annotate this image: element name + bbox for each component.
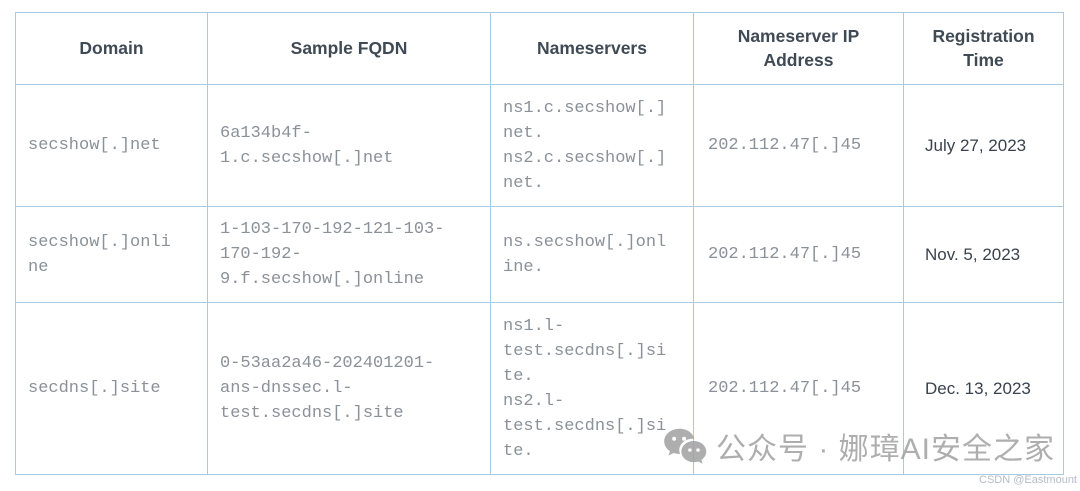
nameserver-ip-cell-line: 202.112.47[.]45 (708, 136, 862, 155)
table-header-row: Domain Sample FQDN Nameservers Nameserve… (15, 12, 1064, 85)
domain-cell-line: secdns[.]site (28, 379, 161, 398)
column-header-nameserver-ip: Nameserver IP Address (693, 12, 904, 85)
nameservers-cell: ns1.c.secshow[.]net. ns2.c.secshow[.]net. (490, 84, 694, 207)
domain-cell-line: secshow[.]net (28, 136, 161, 155)
registration-cell-line: July 27, 2023 (925, 136, 1027, 155)
nameservers-cell-line: ns.secshow[.]online. (503, 232, 667, 277)
domains-table: Domain Sample FQDN Nameservers Nameserve… (15, 12, 1064, 475)
domain-cell-line: secshow[.]online (28, 232, 171, 277)
nameservers-cell-line: ns2.l-test.secdns[.]site. (503, 391, 667, 461)
nameservers-cell: ns.secshow[.]online. (490, 206, 694, 303)
sample-fqdn-cell: 6a134b4f-1.c.secshow[.]net (207, 84, 491, 207)
column-header-registration: Registration Time (903, 12, 1064, 85)
table-row: secdns[.]site 0-53aa2a46-202401201-ans-dn… (15, 302, 1064, 475)
domain-cell: secshow[.]net (15, 84, 208, 207)
sample-fqdn-cell: 1-103-170-192-121-103-170-192-9.f.secsho… (207, 206, 491, 303)
domain-cell: secdns[.]site (15, 302, 208, 475)
nameservers-cell-line: ns1.l-test.secdns[.]site. (503, 316, 667, 386)
nameservers-cell: ns1.l-test.secdns[.]site.ns2.l-test.secd… (490, 302, 694, 475)
registration-cell: Nov. 5, 2023 (903, 206, 1064, 303)
registration-cell-line: Dec. 13, 2023 (925, 379, 1031, 398)
sample-fqdn-cell: 0-53aa2a46-202401201-ans-dnssec.l-test.s… (207, 302, 491, 475)
nameserver-ip-cell: 202.112.47[.]45 (693, 302, 904, 475)
registration-cell-line: Nov. 5, 2023 (925, 245, 1021, 264)
nameserver-ip-cell: 202.112.47[.]45 (693, 84, 904, 207)
sample-fqdn-cell-line: 1-103-170-192-121-103-170-192-9.f.secsho… (220, 220, 445, 289)
nameserver-ip-cell: 202.112.47[.]45 (693, 206, 904, 303)
nameservers-cell-line: ns2.c.secshow[.]net. (503, 148, 667, 193)
domain-cell: secshow[.]online (15, 206, 208, 303)
nameserver-ip-cell-line: 202.112.47[.]45 (708, 379, 862, 398)
column-header-sample-fqdn: Sample FQDN (207, 12, 491, 85)
table-row: secshow[.]online 1-103-170-192-121-103-17… (15, 206, 1064, 303)
sample-fqdn-cell-line: 6a134b4f-1.c.secshow[.]net (220, 123, 394, 168)
sample-fqdn-cell-line: 0-53aa2a46-202401201-ans-dnssec.l-test.s… (220, 354, 435, 423)
column-header-nameservers: Nameservers (490, 12, 694, 85)
table-body: secshow[.]net 6a134b4f-1.c.secshow[.]net n… (15, 84, 1064, 475)
credit-text: CSDN @Eastmount (979, 474, 1077, 486)
column-header-domain: Domain (15, 12, 208, 85)
registration-cell: Dec. 13, 2023 (903, 302, 1064, 475)
registration-cell: July 27, 2023 (903, 84, 1064, 207)
nameservers-cell-line: ns1.c.secshow[.]net. (503, 98, 667, 143)
table-row: secshow[.]net 6a134b4f-1.c.secshow[.]net n… (15, 84, 1064, 207)
nameserver-ip-cell-line: 202.112.47[.]45 (708, 245, 862, 264)
